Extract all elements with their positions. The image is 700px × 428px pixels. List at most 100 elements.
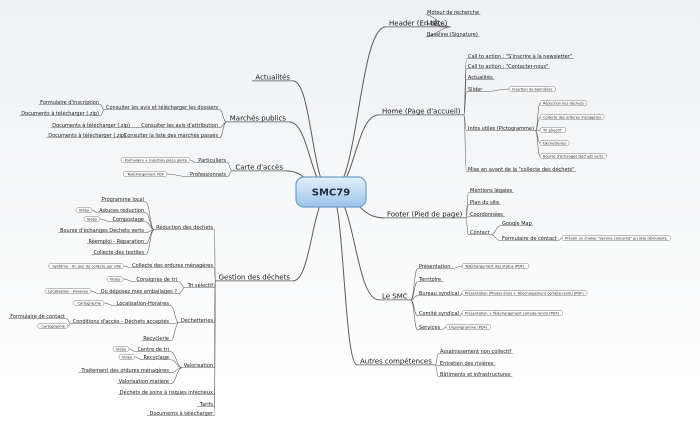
node-label-d2b: Cartographie bbox=[41, 324, 65, 328]
note-bubble-t2a[interactable] bbox=[44, 288, 92, 294]
node-label-ac: Autres compétences bbox=[360, 357, 432, 365]
note-bubble-v1a[interactable] bbox=[112, 346, 130, 352]
node-label-f4a: Google Map bbox=[502, 221, 532, 227]
node-label-f2: Plan du site bbox=[470, 200, 499, 206]
note-bubble-p4a[interactable] bbox=[508, 86, 556, 92]
note-bubble-s1a[interactable] bbox=[461, 263, 530, 269]
connector-s1-s1a bbox=[451, 265, 463, 270]
node-label-s4: Comité syndical bbox=[419, 310, 459, 317]
note-bubble-f4b1[interactable] bbox=[561, 235, 671, 241]
note-bubble-p5d[interactable] bbox=[539, 140, 570, 146]
note-bubble-p5e[interactable] bbox=[539, 153, 607, 159]
note-bubble-k2a[interactable] bbox=[122, 171, 168, 177]
note-bubble-r2a[interactable] bbox=[75, 207, 93, 213]
connector-s-s2 bbox=[410, 281, 418, 301]
connector-v-v1 bbox=[170, 351, 183, 369]
node-label-v2: Recyclage bbox=[144, 355, 170, 361]
connector-p-p6 bbox=[463, 114, 467, 173]
main-topic-k[interactable] bbox=[232, 161, 286, 172]
connector-g-co bbox=[214, 267, 216, 282]
connector-v2-v2a bbox=[134, 356, 143, 361]
note-bubble-t1a[interactable] bbox=[106, 276, 124, 282]
node-label-f4b1: Prévoir un champ "Service concerné" en l… bbox=[565, 236, 668, 240]
note-bubble-coa[interactable] bbox=[48, 263, 125, 269]
note-bubble-v2a[interactable] bbox=[118, 354, 136, 360]
node-label-p5d: Déchetteries bbox=[543, 141, 566, 145]
node-label-m1: Consulter les avis et télécharger les do… bbox=[106, 104, 218, 111]
connector-r-r3 bbox=[145, 221, 155, 231]
node-label-v4: Valorisation matière bbox=[119, 378, 169, 385]
connector-co-coa bbox=[123, 265, 131, 269]
node-label-v1: Centre de tri bbox=[137, 347, 169, 353]
main-topic-a[interactable] bbox=[252, 71, 293, 82]
main-topic-ac[interactable] bbox=[357, 355, 435, 366]
note-bubble-r3a[interactable] bbox=[83, 216, 101, 222]
node-label-d2: Conditions d'accès - Déchets acceptés bbox=[73, 318, 170, 325]
main-topic-g[interactable] bbox=[215, 271, 293, 282]
connector-r3-r3a bbox=[99, 218, 111, 223]
connector-f-f2 bbox=[465, 204, 469, 219]
connector-d2-d2b bbox=[67, 323, 71, 327]
note-bubble-d2b[interactable] bbox=[37, 323, 69, 329]
connector-t-t2 bbox=[178, 287, 185, 295]
note-bubble-k1a[interactable] bbox=[120, 157, 191, 163]
note-bubble-p5b[interactable] bbox=[539, 114, 605, 120]
node-label-p4a: Insertion de bannières bbox=[512, 87, 552, 91]
connector-t1-t1a bbox=[122, 278, 135, 283]
connector-p5-p5b bbox=[535, 116, 541, 132]
note-bubble-s3a[interactable] bbox=[461, 290, 588, 296]
central-topic-label: SMC79 bbox=[312, 188, 350, 199]
node-label-s1a: Téléchargement des status (PDF) bbox=[464, 264, 525, 268]
node-label-p5: Infos utiles (Pictogramme) bbox=[468, 126, 534, 132]
label-layer: SMC79Header (En tête)Moteur de recherche… bbox=[10, 10, 671, 417]
connector-d-d3 bbox=[170, 322, 180, 342]
node-label-t2a: Localisation - Horaires bbox=[48, 289, 88, 293]
main-topic-p[interactable] bbox=[379, 105, 464, 116]
connector-p4-p4a bbox=[484, 88, 510, 93]
node-label-p5b: Collecte des ordures ménagères bbox=[543, 115, 601, 119]
node-label-f3: Coordonnées bbox=[470, 211, 503, 218]
note-bubble-p5a[interactable] bbox=[539, 100, 588, 106]
node-label-f4: Contact bbox=[470, 230, 489, 236]
node-label-f: Footer (Pied de page) bbox=[387, 210, 463, 218]
node-label-a: Actualités bbox=[255, 73, 290, 81]
connector-ac-ac1 bbox=[434, 353, 439, 366]
node-label-k1: Particuliers bbox=[198, 158, 226, 164]
connector-s-s1 bbox=[410, 268, 418, 301]
node-label-p4: Slider bbox=[468, 87, 483, 93]
connector-p5-p5e bbox=[535, 130, 541, 157]
connector-s-s3 bbox=[410, 295, 418, 301]
node-label-s5: Services bbox=[419, 325, 440, 331]
node-label-d3: Recyclerie bbox=[143, 336, 169, 342]
connector-t2-t2a bbox=[90, 290, 99, 295]
main-topic-s[interactable] bbox=[379, 290, 411, 301]
node-label-s2: Territoire bbox=[418, 277, 441, 283]
connector-h-h1 bbox=[425, 14, 451, 28]
main-topic-h[interactable] bbox=[386, 17, 451, 28]
connector-s-s5 bbox=[410, 299, 418, 331]
node-label-h: Header (En tête) bbox=[389, 19, 448, 27]
note-bubble-s4a[interactable] bbox=[461, 310, 563, 316]
node-label-f1: Mentions légales bbox=[470, 187, 512, 194]
node-label-v1a: Vidéo bbox=[116, 347, 126, 351]
node-label-s5a: Organigramme (PDF) bbox=[449, 325, 488, 329]
main-topic-f[interactable] bbox=[384, 208, 466, 219]
note-bubble-s5a[interactable] bbox=[445, 324, 491, 330]
node-label-m1b: Documents à télécharger (.zip) bbox=[21, 110, 99, 117]
note-bubble-d1a[interactable] bbox=[73, 300, 105, 306]
node-label-ac2: Entretien des rivières bbox=[440, 360, 494, 367]
connector-r-r1 bbox=[145, 201, 155, 231]
connector-v-v4 bbox=[170, 367, 183, 385]
node-label-r5: Réemploi - Réparation bbox=[88, 238, 144, 245]
connector-v-v2 bbox=[170, 359, 183, 369]
main-topic-m[interactable] bbox=[226, 112, 289, 123]
node-label-d1: Localisation-Horaires bbox=[117, 301, 170, 307]
connector-d2-d2a bbox=[66, 318, 71, 325]
note-bubble-p5c[interactable] bbox=[539, 127, 567, 133]
node-label-r2a: Vidéo bbox=[79, 208, 89, 212]
central-topic[interactable]: SMC79 bbox=[295, 176, 367, 208]
node-label-t1a: Vidéo bbox=[110, 277, 120, 281]
connector-v1-v1a bbox=[128, 348, 136, 353]
